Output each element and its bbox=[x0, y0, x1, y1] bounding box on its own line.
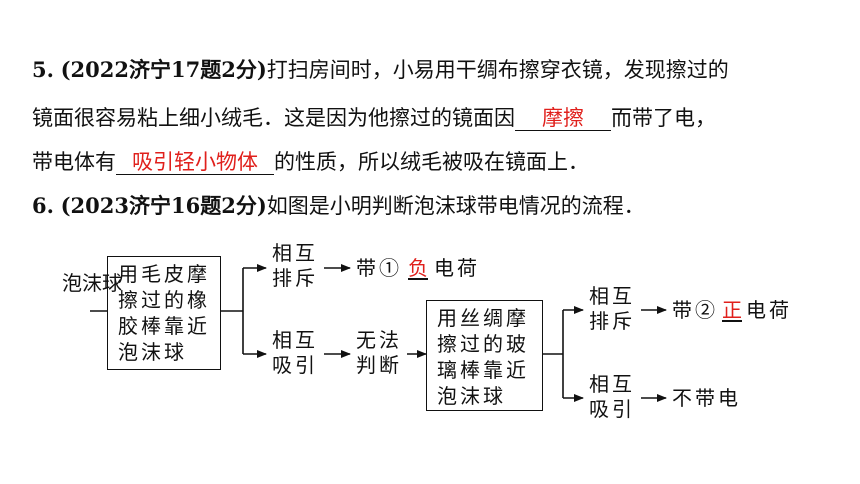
result1-answer: 负 bbox=[408, 256, 428, 280]
q6-number: 6. bbox=[32, 193, 54, 218]
flow-repel-1: 相互 排斥 bbox=[272, 241, 318, 291]
q5-answer-blank-1: 摩擦 bbox=[515, 106, 611, 131]
q5-answer-1: 摩擦 bbox=[542, 106, 584, 130]
box2-line-1: 用丝绸摩 bbox=[437, 306, 529, 330]
result1-prefix: 带① bbox=[356, 256, 402, 280]
box2-line-2: 擦过的玻 bbox=[437, 332, 529, 356]
attract1-line-2: 吸引 bbox=[272, 353, 318, 377]
q5-text-2: 镜面很容易粘上细小绒毛．这是因为他擦过的镜面因 bbox=[32, 106, 515, 130]
flow-cannot-judge: 无法 判断 bbox=[356, 328, 402, 378]
q6-line: 6. (2023济宁16题2分)如图是小明判断泡沫球带电情况的流程． bbox=[32, 192, 645, 220]
flow-result-3: 不带电 bbox=[672, 386, 741, 410]
attract1-line-1: 相互 bbox=[272, 328, 318, 352]
q5-text-5: 的性质，所以绒毛被吸在镜面上． bbox=[274, 150, 589, 174]
flow-box-rubber-rod: 用毛皮摩 擦过的橡 胶棒靠近 泡沫球 bbox=[107, 256, 221, 370]
flow-attract-1: 相互 吸引 bbox=[272, 328, 318, 378]
repel1-line-2: 排斥 bbox=[272, 266, 318, 290]
flow-start-foam-ball: 泡沫球 bbox=[62, 271, 122, 295]
repel2-line-2: 排斥 bbox=[589, 309, 635, 333]
q6-source: (2023济宁16题2分) bbox=[60, 193, 267, 218]
cannot-judge-line-2: 判断 bbox=[356, 353, 402, 377]
flow-attract-2: 相互 吸引 bbox=[589, 372, 635, 422]
box2-line-3: 璃棒靠近 bbox=[437, 358, 529, 382]
attract2-line-1: 相互 bbox=[589, 372, 635, 396]
result1-suffix: 电荷 bbox=[434, 256, 480, 280]
flow-box-glass-rod: 用丝绸摩 擦过的玻 璃棒靠近 泡沫球 bbox=[426, 300, 543, 411]
box1-line-2: 擦过的橡 bbox=[118, 288, 210, 312]
q5-answer-2: 吸引轻小物体 bbox=[132, 150, 258, 174]
q5-answer-blank-2: 吸引轻小物体 bbox=[116, 150, 274, 175]
q5-line-3: 带电体有吸引轻小物体的性质，所以绒毛被吸在镜面上． bbox=[32, 148, 589, 176]
q5-text-1: 打扫房间时，小易用干绸布擦穿衣镜，发现擦过的 bbox=[266, 58, 729, 82]
cannot-judge-line-1: 无法 bbox=[356, 328, 402, 352]
q5-source: (2022济宁17题2分) bbox=[60, 57, 267, 82]
box2-line-4: 泡沫球 bbox=[437, 384, 506, 408]
q5-line-2: 镜面很容易粘上细小绒毛．这是因为他擦过的镜面因 摩擦 而带了电， bbox=[32, 104, 716, 132]
q5-text-4: 带电体有 bbox=[32, 150, 116, 174]
result2-prefix: 带② bbox=[672, 298, 718, 322]
box1-line-4: 泡沫球 bbox=[118, 340, 187, 364]
q5-number: 5. bbox=[32, 57, 54, 82]
box1-line-3: 胶棒靠近 bbox=[118, 314, 210, 338]
result2-suffix: 电荷 bbox=[746, 298, 792, 322]
repel1-line-1: 相互 bbox=[272, 241, 318, 265]
box1-line-1: 用毛皮摩 bbox=[118, 262, 210, 286]
q5-line-1: 5. (2022济宁17题2分)打扫房间时，小易用干绸布擦穿衣镜，发现擦过的 bbox=[32, 56, 729, 84]
repel2-line-1: 相互 bbox=[589, 284, 635, 308]
result2-answer: 正 bbox=[722, 298, 742, 322]
attract2-line-2: 吸引 bbox=[589, 397, 635, 421]
flow-repel-2: 相互 排斥 bbox=[589, 284, 635, 334]
q6-text: 如图是小明判断泡沫球带电情况的流程． bbox=[266, 194, 645, 218]
q5-text-3: 而带了电， bbox=[611, 106, 716, 130]
